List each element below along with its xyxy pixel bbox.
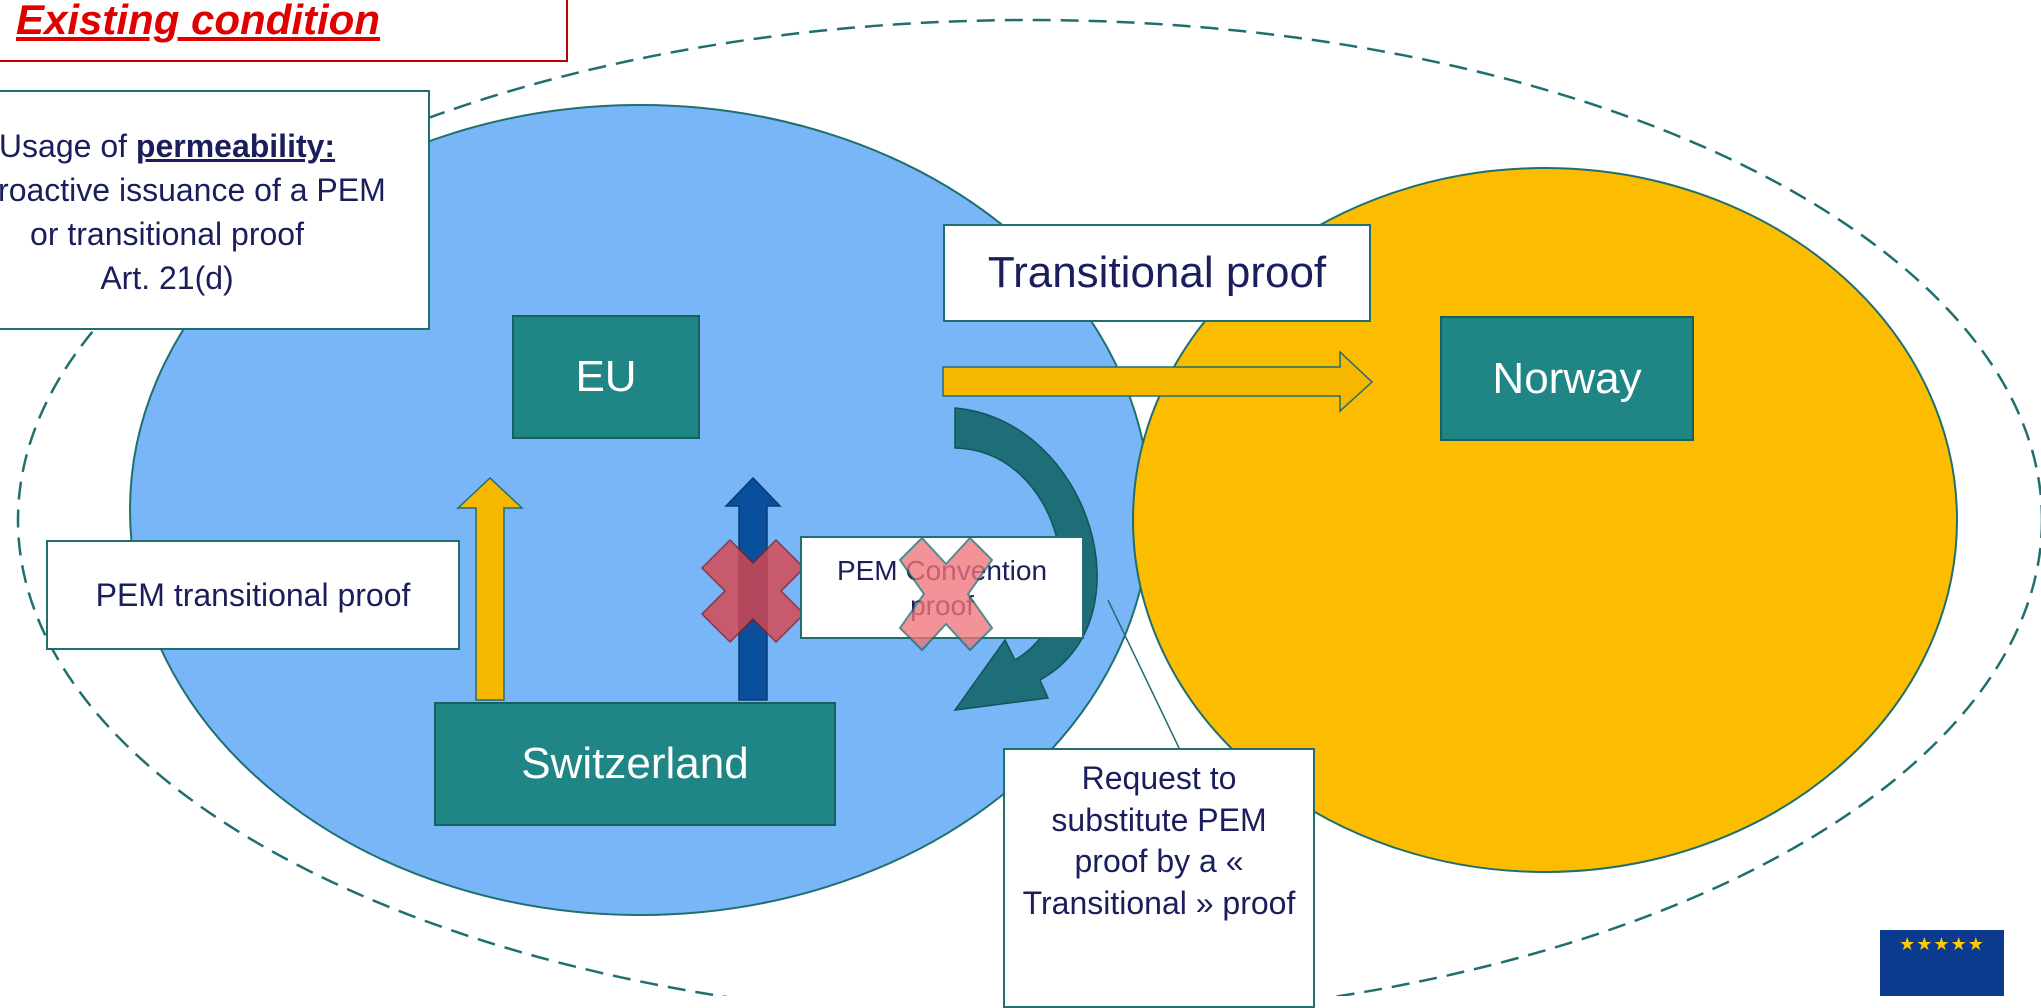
eu-flag-icon: ★★★★★ [1880,930,2004,996]
eu-territory-box: EU [512,315,700,439]
permeability-keyword: permeability: [135,128,336,164]
page-title: Existing condition [16,0,380,43]
arrow-switzerland-to-eu-orange [456,476,524,701]
callout-line [1107,599,1181,751]
permeability-line-1: Usage of permeability: [0,128,392,165]
pem-transitional-proof-label: PEM transitional proof [46,540,460,650]
flag-stars: ★★★★★ [1899,934,1985,954]
request-substitution-label: Request to substitute PEM proof by a « T… [1003,748,1315,1008]
permeability-line-3: or transitional proof [30,216,304,252]
norway-territory-box: Norway [1440,316,1694,441]
switzerland-territory-box: Switzerland [434,702,836,826]
pem-zone-dashed-ellipse [17,18,2041,996]
arrow-eu-to-norway [942,350,1374,413]
cross-icon [898,536,994,652]
permeability-prefix: Usage of [0,128,136,164]
permeability-line-2: Retroactive issuance of a PEM [0,172,386,208]
norway-area-ellipse [1132,167,1958,873]
permeability-line-4: Art. 21(d) [100,260,234,296]
transitional-proof-label: Transitional proof [943,224,1371,322]
permeability-note-box: Usage of permeability: Retroactive issua… [0,90,430,330]
title-box: Existing condition [0,0,568,62]
